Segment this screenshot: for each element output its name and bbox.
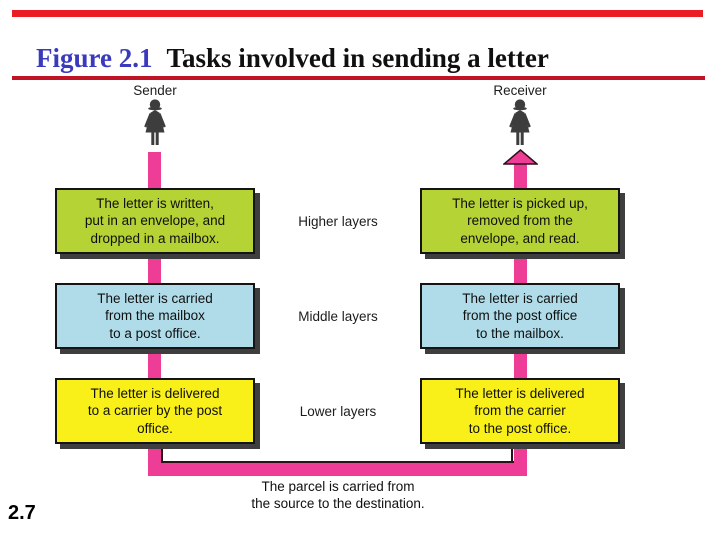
receiver-label: Receiver bbox=[493, 83, 547, 98]
figure-heading: Figure 2.1 Tasks involved in sending a le… bbox=[36, 41, 716, 75]
pipe-inner-outline bbox=[161, 461, 514, 463]
up-arrow-icon bbox=[503, 149, 538, 165]
receiver-lower-layer-box: The letter is delivered from the carrier… bbox=[420, 378, 620, 444]
figure-title: Tasks involved in sending a letter bbox=[166, 43, 549, 73]
sender-label: Sender bbox=[133, 83, 177, 98]
receiver-higher-layer-box: The letter is picked up, removed from th… bbox=[420, 188, 620, 254]
page-number: 2.7 bbox=[8, 502, 36, 524]
title-underline bbox=[12, 76, 705, 80]
figure-number-label: Figure 2.1 bbox=[36, 43, 153, 73]
higher-layers-label: Higher layers bbox=[298, 214, 378, 229]
sender-person-icon bbox=[144, 99, 166, 145]
lower-layers-label: Lower layers bbox=[299, 404, 377, 419]
sender-higher-layer-box: The letter is written, put in an envelop… bbox=[55, 188, 255, 254]
sender-lower-layer-box: The letter is delivered to a carrier by … bbox=[55, 378, 255, 444]
receiver-person-icon bbox=[509, 99, 531, 145]
top-red-bar bbox=[12, 10, 703, 17]
receiver-middle-layer-box: The letter is carried from the post offi… bbox=[420, 283, 620, 349]
pipe-inner-outline-right bbox=[511, 448, 513, 461]
sender-middle-layer-box: The letter is carried from the mailbox t… bbox=[55, 283, 255, 349]
pipe-inner-outline-left bbox=[161, 448, 163, 461]
middle-layers-label: Middle layers bbox=[298, 309, 378, 324]
parcel-caption: The parcel is carried from the source to… bbox=[251, 479, 425, 511]
transport-pipe bbox=[148, 463, 527, 476]
